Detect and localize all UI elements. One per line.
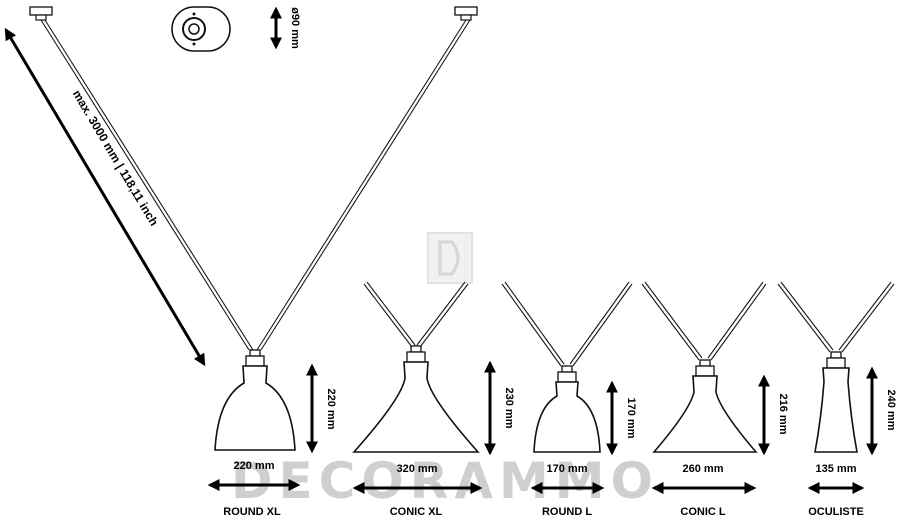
ceiling-canopy-left [29,6,53,21]
conic-l-width-label: 260 mm [683,463,724,475]
conic-xl-width-label: 320 mm [397,463,438,475]
ceiling-canopy-right [454,6,478,21]
lamp-oculiste [777,281,895,453]
oculiste-height-label: 240 mm [885,390,897,431]
lamp-round-xl [214,349,296,451]
round-xl-name: ROUND XL [223,506,281,518]
lamp-round-l [501,281,633,453]
conic-xl-name: CONIC XL [390,506,443,518]
conic-xl-height-label: 230 mm [503,388,515,429]
round-l-name: ROUND L [542,506,592,518]
canopy-diameter-label: ø90 mm [289,7,301,49]
conic-l-height-label: 216 mm [777,394,789,435]
lamp-conic-l [641,281,767,453]
oculiste-name: OCULISTE [808,506,864,518]
watermark-text: DECORAMMO [231,452,659,510]
cable-right [256,19,467,351]
cable-right [260,19,471,351]
lamp-conic-xl [352,281,480,453]
cable-length-arrow [4,27,206,367]
watermark-logo [427,232,473,284]
cable-left [44,19,254,351]
canopy-top-view [171,6,231,52]
round-l-width-label: 170 mm [547,463,588,475]
oculiste-width-label: 135 mm [816,463,857,475]
cable-left [40,19,250,351]
round-xl-height-label: 220 mm [325,389,337,430]
conic-l-name: CONIC L [680,506,726,518]
round-l-height-label: 170 mm [625,398,637,439]
round-xl-width-label: 220 mm [234,460,275,472]
